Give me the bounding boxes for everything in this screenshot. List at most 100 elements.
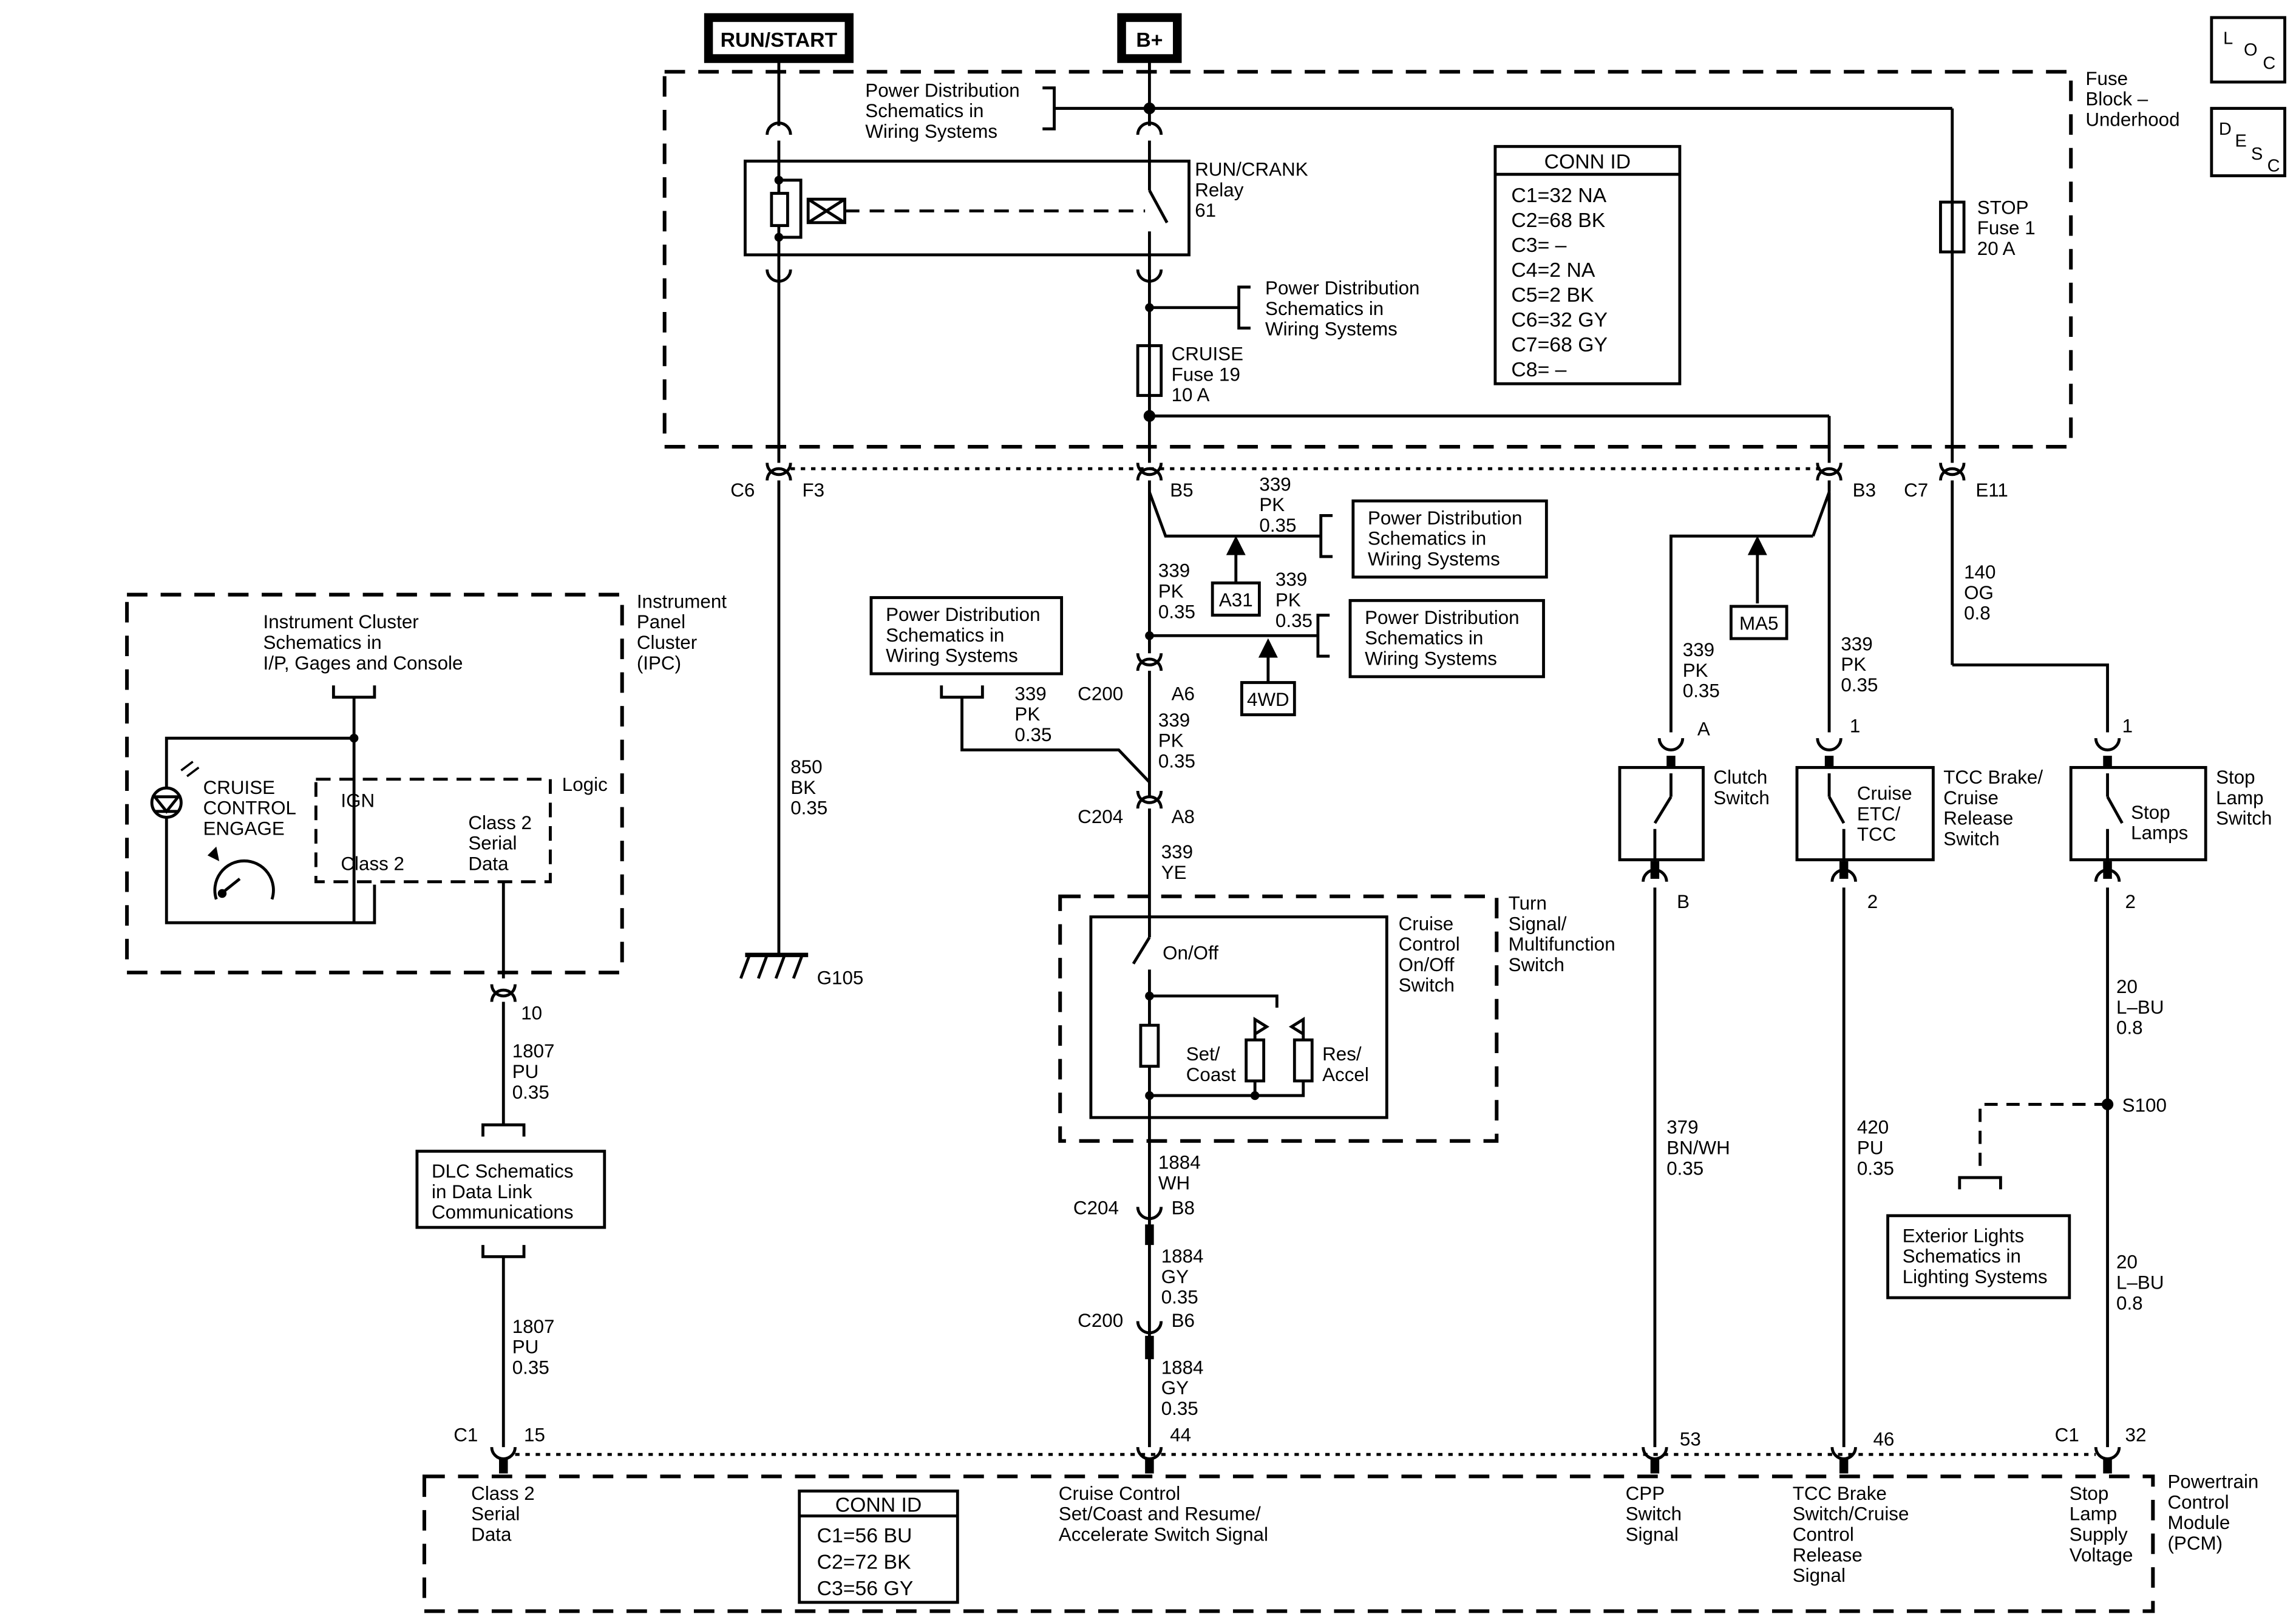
svg-text:CRUISE: CRUISE — [203, 777, 276, 798]
svg-text:0.35: 0.35 — [512, 1357, 549, 1378]
svg-text:TCC Brake: TCC Brake — [1793, 1483, 1887, 1504]
svg-text:B: B — [1677, 891, 1690, 912]
svg-text:1884: 1884 — [1161, 1357, 1204, 1378]
b-plus-bus — [777, 58, 1954, 202]
svg-text:Switch: Switch — [1626, 1503, 1682, 1525]
svg-text:A8: A8 — [1172, 806, 1195, 827]
svg-text:20: 20 — [2116, 976, 2138, 997]
ref-a31[interactable]: A31 — [1211, 581, 1261, 617]
connector-c200-a6: C200 A6 — [1078, 653, 1195, 704]
svg-text:C204: C204 — [1078, 806, 1123, 827]
svg-text:ETC/: ETC/ — [1857, 803, 1901, 824]
svg-text:PU: PU — [512, 1337, 539, 1358]
svg-text:RUN/START: RUN/START — [721, 29, 838, 52]
svg-text:44: 44 — [1170, 1424, 1191, 1445]
ref-ma5[interactable]: MA5 — [1729, 605, 1788, 640]
svg-text:Schematics in: Schematics in — [865, 100, 983, 121]
ground-g105: G105 850 BK 0.35 — [739, 480, 864, 989]
svg-text:Stop: Stop — [2131, 802, 2170, 823]
svg-text:Switch: Switch — [1713, 787, 1769, 808]
svg-text:TCC Brake/: TCC Brake/ — [1943, 767, 2043, 788]
instrument-panel-cluster: Instrument Panel Cluster (IPC) Instrumen… — [125, 591, 727, 978]
svg-text:Cruise: Cruise — [1399, 913, 1454, 934]
center-feed — [1145, 480, 1333, 683]
svg-text:RUN/CRANK: RUN/CRANK — [1195, 159, 1308, 180]
svg-text:0.35: 0.35 — [512, 1082, 549, 1103]
svg-text:C1=32 NA: C1=32 NA — [1511, 184, 1606, 207]
svg-text:STOP: STOP — [1977, 197, 2029, 218]
fuse-block-conn-id-table: CONN ID C1=32 NA C2=68 BK C3= – C4=2 NA … — [1493, 144, 1682, 385]
svg-text:C1: C1 — [2055, 1424, 2079, 1445]
svg-text:Res/: Res/ — [1322, 1043, 1362, 1065]
svg-text:On/Off: On/Off — [1399, 954, 1455, 975]
ref-4wd[interactable]: 4WD — [1240, 681, 1296, 716]
svg-text:YE: YE — [1161, 862, 1187, 883]
svg-text:0.35: 0.35 — [1158, 601, 1195, 622]
wire-labels-lower-right: 379 BN/WH 0.35 420 PU 0.35 20 L–BU 0.8 2… — [1666, 976, 2167, 1314]
svg-text:C: C — [2267, 156, 2280, 175]
svg-text:GY: GY — [1161, 1266, 1189, 1287]
svg-text:A: A — [1697, 718, 1710, 739]
svg-text:61: 61 — [1195, 200, 1216, 221]
svg-text:0.35: 0.35 — [1275, 610, 1313, 631]
svg-text:F3: F3 — [803, 480, 825, 501]
svg-text:C200: C200 — [1078, 683, 1123, 704]
svg-text:PU: PU — [512, 1061, 539, 1082]
svg-text:339: 339 — [1158, 710, 1190, 731]
svg-text:420: 420 — [1857, 1117, 1889, 1138]
svg-text:PK: PK — [1259, 494, 1285, 515]
svg-text:CONN ID: CONN ID — [1544, 151, 1631, 174]
svg-text:S: S — [2251, 144, 2263, 164]
svg-text:Lamp: Lamp — [2070, 1503, 2117, 1525]
svg-text:Logic: Logic — [562, 774, 608, 795]
svg-text:E: E — [2235, 131, 2246, 151]
svg-text:B3: B3 — [1853, 480, 1876, 501]
svg-text:4WD: 4WD — [1247, 689, 1289, 710]
pd-ref-4wd[interactable]: Power Distribution Schematics in Wiring … — [1348, 598, 1545, 679]
svg-text:PK: PK — [1158, 730, 1184, 751]
svg-text:Lamps: Lamps — [2131, 822, 2188, 844]
svg-text:339: 339 — [1841, 633, 1872, 654]
dlc-ref[interactable]: DLC Schematics in Data Link Communicatio… — [415, 1123, 606, 1448]
pd-ref-left[interactable]: Power Distribution Schematics in Wiring … — [869, 596, 1151, 784]
svg-text:B6: B6 — [1172, 1310, 1195, 1331]
svg-text:Wiring Systems: Wiring Systems — [865, 121, 997, 142]
cruise-engage-indicator-icon — [150, 761, 275, 900]
svg-text:1: 1 — [1850, 716, 1860, 737]
svg-text:L–BU: L–BU — [2116, 997, 2164, 1018]
svg-text:Turn: Turn — [1509, 892, 1547, 914]
svg-text:Instrument Cluster: Instrument Cluster — [263, 611, 419, 632]
svg-text:Data: Data — [471, 1524, 512, 1545]
desc-box[interactable]: D E S C — [2210, 107, 2286, 177]
pd-ref-a31[interactable]: Power Distribution Schematics in Wiring … — [1351, 499, 1548, 579]
fuse-block-underhood: Fuse Block – Underhood — [662, 68, 2180, 449]
svg-text:Serial: Serial — [468, 833, 517, 854]
svg-text:CPP: CPP — [1626, 1483, 1665, 1504]
svg-text:C6: C6 — [730, 480, 755, 501]
exterior-lights-ref[interactable]: Exterior Lights Schematics in Lighting S… — [1886, 1214, 2071, 1300]
svg-text:0.35: 0.35 — [1161, 1287, 1198, 1308]
svg-text:46: 46 — [1873, 1429, 1894, 1450]
svg-text:C2=72 BK: C2=72 BK — [817, 1550, 911, 1573]
svg-text:Set/: Set/ — [1186, 1043, 1220, 1065]
svg-text:B8: B8 — [1172, 1197, 1195, 1218]
svg-text:CONTROL: CONTROL — [203, 798, 296, 819]
svg-text:339: 339 — [1259, 473, 1291, 495]
power-ref-mid[interactable]: Power Distribution Schematics in Wiring … — [1145, 275, 1420, 346]
svg-text:Control: Control — [2167, 1491, 2229, 1513]
svg-text:(PCM): (PCM) — [2167, 1533, 2223, 1554]
svg-text:Wiring Systems: Wiring Systems — [1265, 319, 1398, 340]
svg-text:G105: G105 — [817, 968, 864, 989]
svg-text:Accel: Accel — [1322, 1064, 1369, 1085]
svg-text:ENGAGE: ENGAGE — [203, 818, 285, 839]
svg-text:Powertrain: Powertrain — [2167, 1471, 2258, 1493]
svg-text:0.35: 0.35 — [790, 798, 827, 819]
svg-text:Fuse: Fuse — [2085, 68, 2128, 89]
svg-text:0.8: 0.8 — [1964, 603, 1991, 624]
loc-box[interactable]: L O C — [2210, 16, 2286, 84]
svg-text:Release: Release — [1943, 808, 2013, 829]
svg-text:PK: PK — [1683, 660, 1708, 681]
clutch-switch: A B Clutch Switch — [1618, 718, 1770, 912]
power-ref-top[interactable]: Power Distribution Schematics in Wiring … — [865, 80, 1148, 142]
fuse-block-connector-row: C6 F3 B5 B3 C7 E11 — [730, 463, 2008, 501]
